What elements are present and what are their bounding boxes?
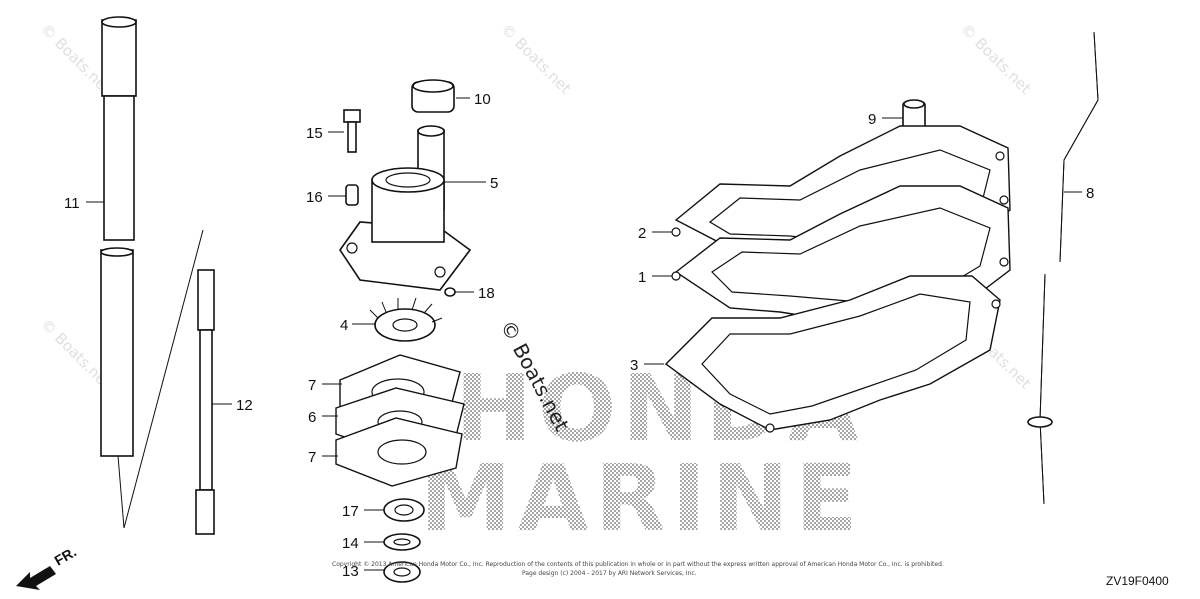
brand-line-2: MARINE (420, 445, 864, 552)
leader-lines (86, 97, 1082, 571)
part-5-pump-housing (339, 125, 472, 291)
diagram-code: ZV19F0400 (1106, 574, 1169, 588)
part-10-grommet (411, 79, 455, 113)
callout-7-lower: 7 (308, 449, 316, 466)
callout-11: 11 (64, 195, 80, 212)
part-12-drive-shaft (123, 229, 215, 535)
part-9-plug (902, 99, 926, 131)
callouts: 10 15 16 11 5 18 4 7 6 7 17 14 13 12 9 8… (64, 91, 1094, 580)
callout-3: 3 (630, 357, 638, 374)
part-13-seal (383, 561, 421, 583)
copyright-line-2: Page design (c) 2004 - 2017 by ARI Netwo… (522, 570, 697, 577)
callout-12: 12 (236, 397, 253, 414)
part-7-gasket-lower (335, 417, 463, 487)
callout-5: 5 (490, 175, 498, 192)
part-3-gasket (664, 275, 1001, 433)
callout-2: 2 (638, 225, 646, 242)
part-15-bolt (343, 109, 361, 153)
part-17-oil-seal (383, 498, 425, 522)
front-arrow-icon: FR. (16, 543, 79, 590)
part-18-o-ring (444, 287, 456, 297)
callout-15: 15 (306, 125, 323, 142)
callout-18: 18 (478, 285, 495, 302)
part-4-impeller (369, 297, 443, 342)
callout-6: 6 (308, 409, 316, 426)
part-14-washer (383, 533, 421, 551)
callout-1: 1 (638, 269, 646, 286)
callout-9: 9 (868, 111, 876, 128)
watermark: © Boats.net (497, 20, 575, 98)
watermark: © Boats.net (957, 20, 1035, 98)
callout-13: 13 (342, 563, 359, 580)
callout-10: 10 (474, 91, 491, 108)
part-8-water-tube (1027, 31, 1099, 505)
callout-14: 14 (342, 535, 359, 552)
part-16-dowel-pin (345, 184, 359, 206)
callout-16: 16 (306, 189, 323, 206)
callout-8: 8 (1086, 185, 1094, 202)
part-11-drive-shaft-tube (100, 16, 137, 529)
callout-4: 4 (340, 317, 348, 334)
front-label: FR. (52, 543, 80, 568)
callout-17: 17 (342, 503, 359, 520)
callout-7-upper: 7 (308, 377, 316, 394)
copyright-line-1: Copyright © 2013 American Honda Motor Co… (332, 561, 944, 568)
